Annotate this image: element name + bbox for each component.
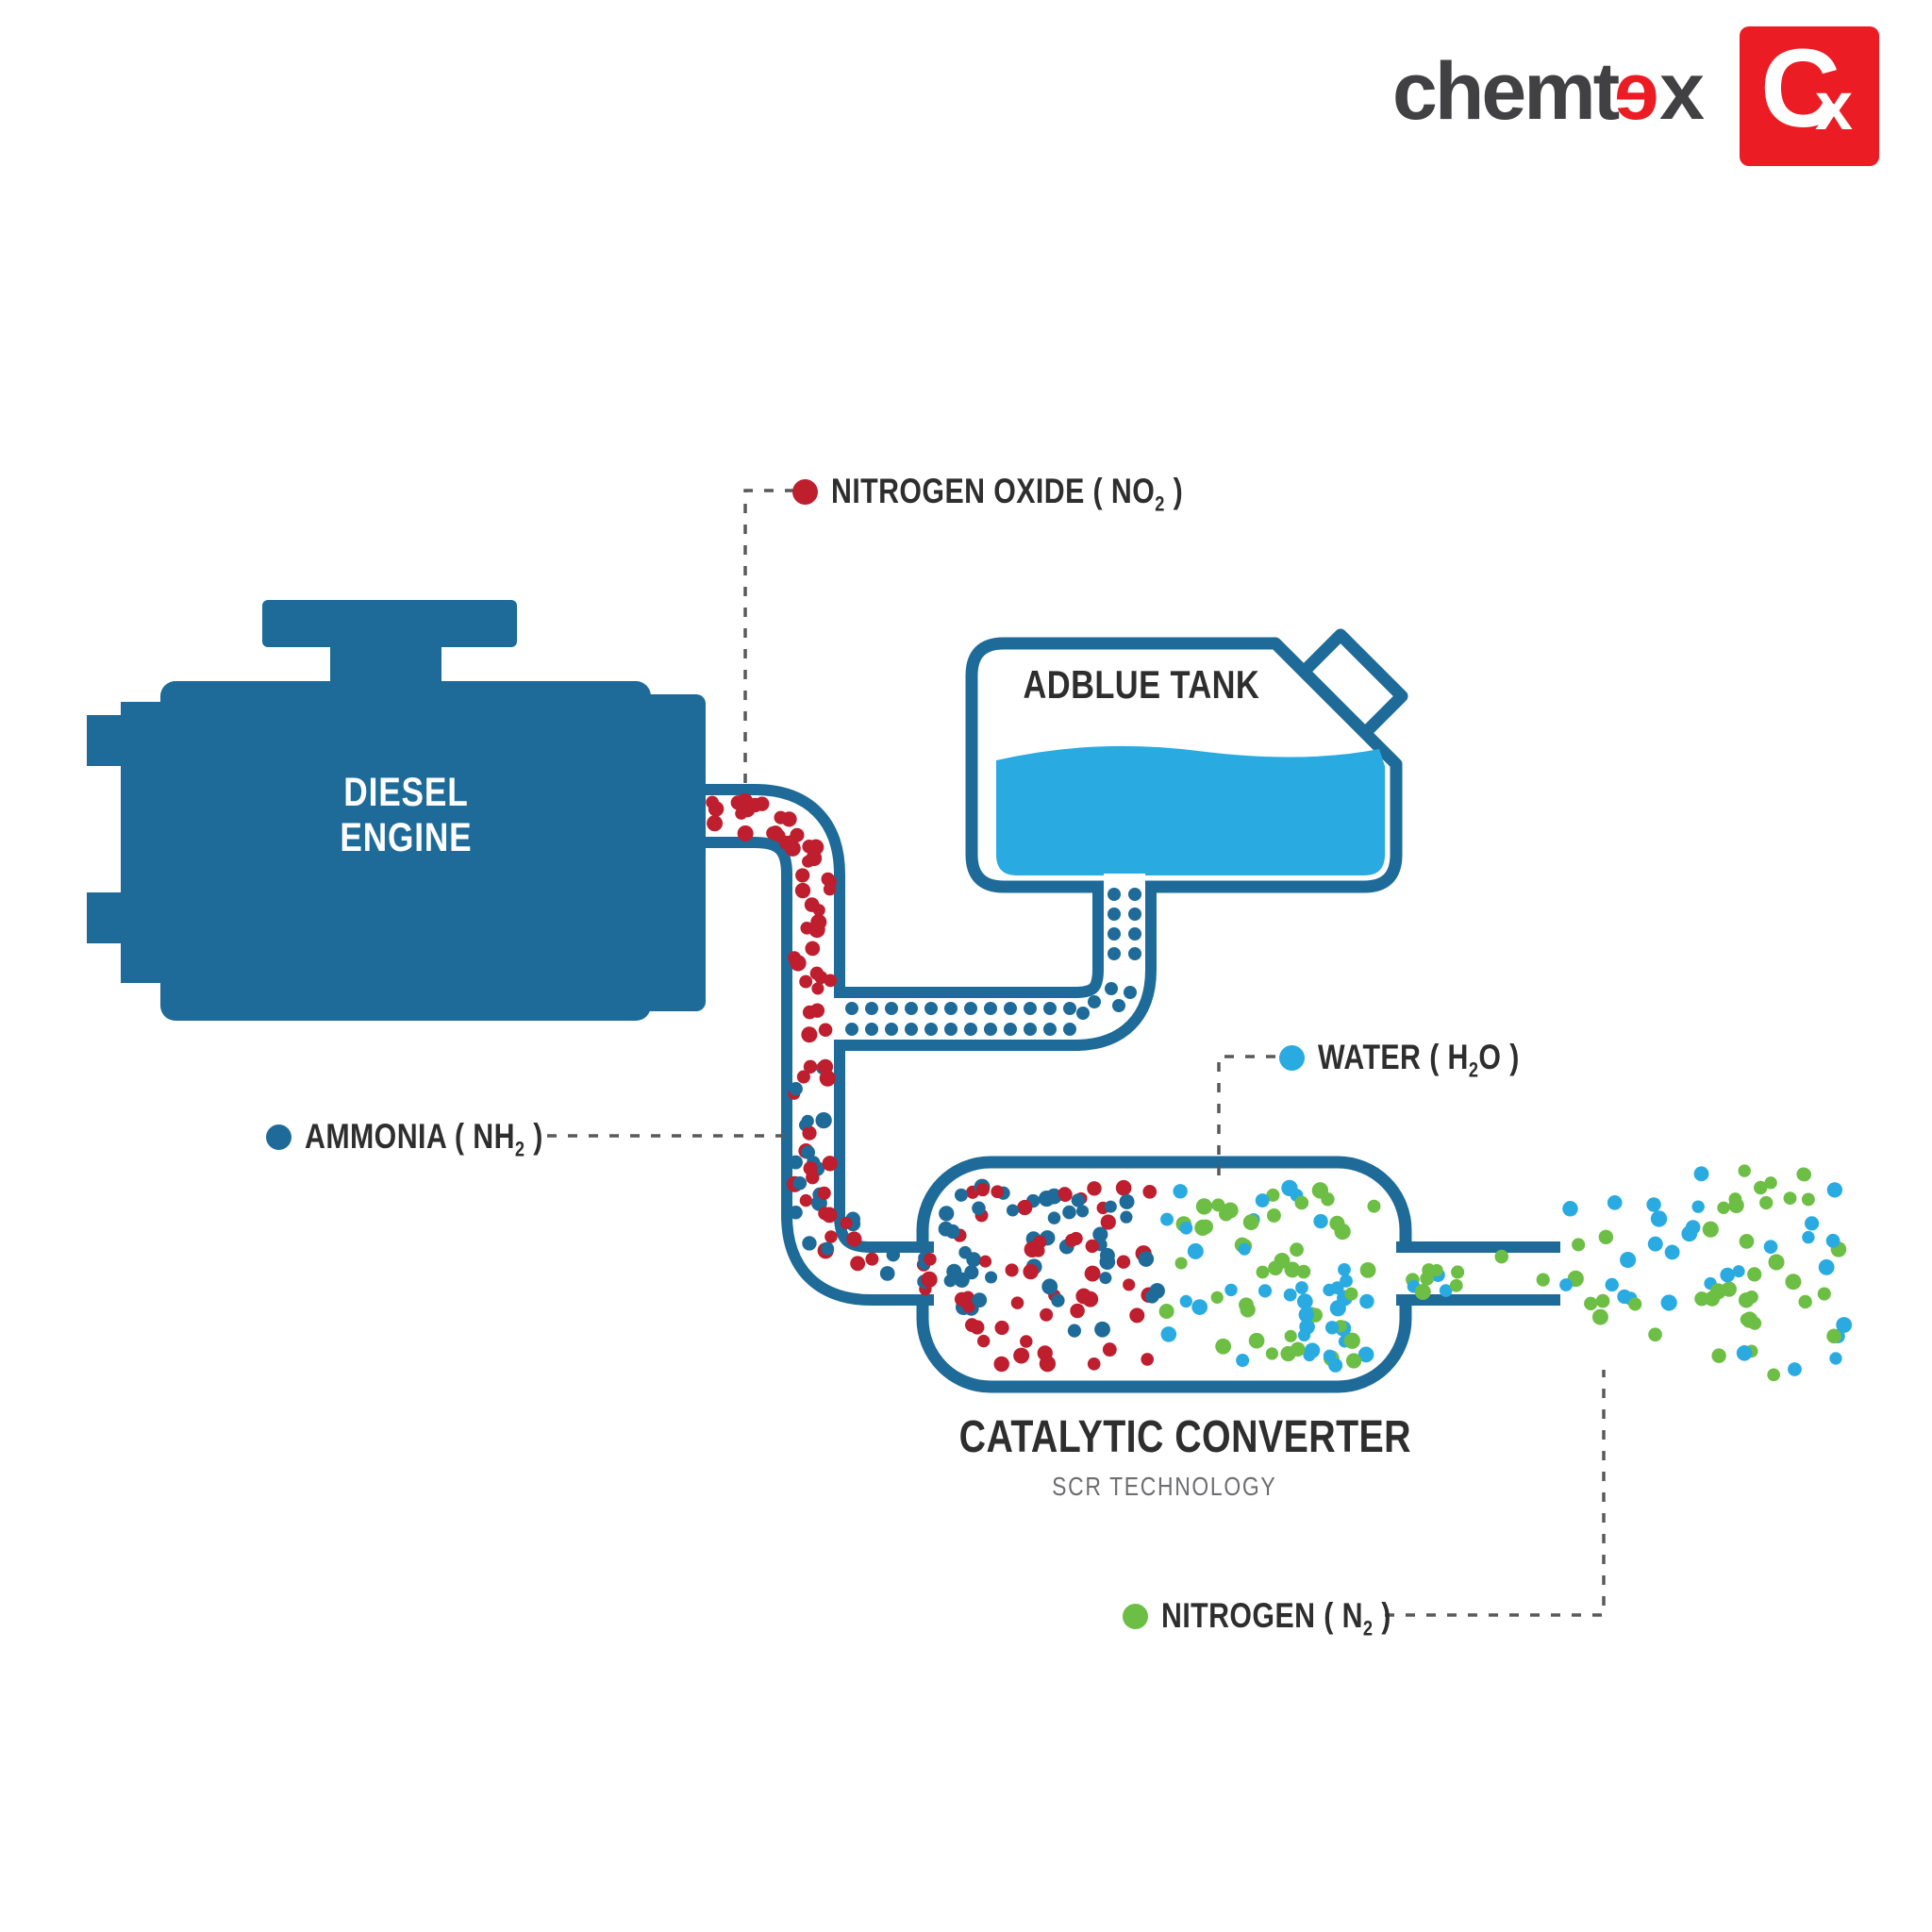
ammonia-label: AMMONIA ( NH2 ) (305, 1117, 543, 1161)
scr-technology-label: SCR TECHNOLOGY (1051, 1472, 1277, 1501)
catalytic-converter-label: CATALYTIC CONVERTER (958, 1412, 1412, 1462)
chemtex-logo-mark: C x (1740, 26, 1879, 166)
chemtex-wordmark: chemtex (1392, 45, 1705, 139)
water-dot (1279, 1044, 1305, 1071)
diesel-engine-label: DIESEL ENGINE (226, 770, 585, 860)
connector-nitrogen (1385, 1370, 1606, 1617)
connector-nitrogen-oxide (743, 489, 794, 783)
legend-ammonia: AMMONIA ( NH2 ) (266, 1117, 595, 1161)
legend-water: WATER ( H2O ) (1279, 1038, 1564, 1082)
nitrogen-dot (1123, 1603, 1148, 1629)
adblue-liquid (996, 745, 1385, 875)
logo-letter-x: x (1815, 69, 1854, 144)
nitrogen-oxide-label: NITROGEN OXIDE ( NO2 ) (831, 472, 1184, 516)
adblue-tank-label: ADBLUE TANK (1023, 662, 1260, 707)
adblue-pipe-inner (826, 874, 1145, 1040)
wordmark-reversed-e: e (1617, 46, 1660, 137)
ammonia-dot (266, 1124, 291, 1150)
nitrogen-label: NITROGEN ( N2 ) (1161, 1596, 1391, 1641)
logo-letter-c: C (1760, 26, 1841, 151)
wordmark-pre: chemt (1392, 46, 1620, 137)
converter-gas-dots (938, 1178, 1381, 1373)
engine-label-line2: ENGINE (339, 815, 473, 861)
engine-label-line1: DIESEL (342, 770, 469, 815)
wordmark-post: x (1659, 46, 1705, 137)
legend-nitrogen: NITROGEN ( N2 ) (1123, 1596, 1441, 1641)
diesel-engine-shape (87, 600, 706, 1021)
gas-dots (706, 792, 1853, 1382)
nitrogen-oxide-dot (792, 478, 818, 505)
water-label: WATER ( H2O ) (1318, 1038, 1520, 1082)
legend-nitrogen-oxide: NITROGEN OXIDE ( NO2 ) (792, 472, 1260, 516)
